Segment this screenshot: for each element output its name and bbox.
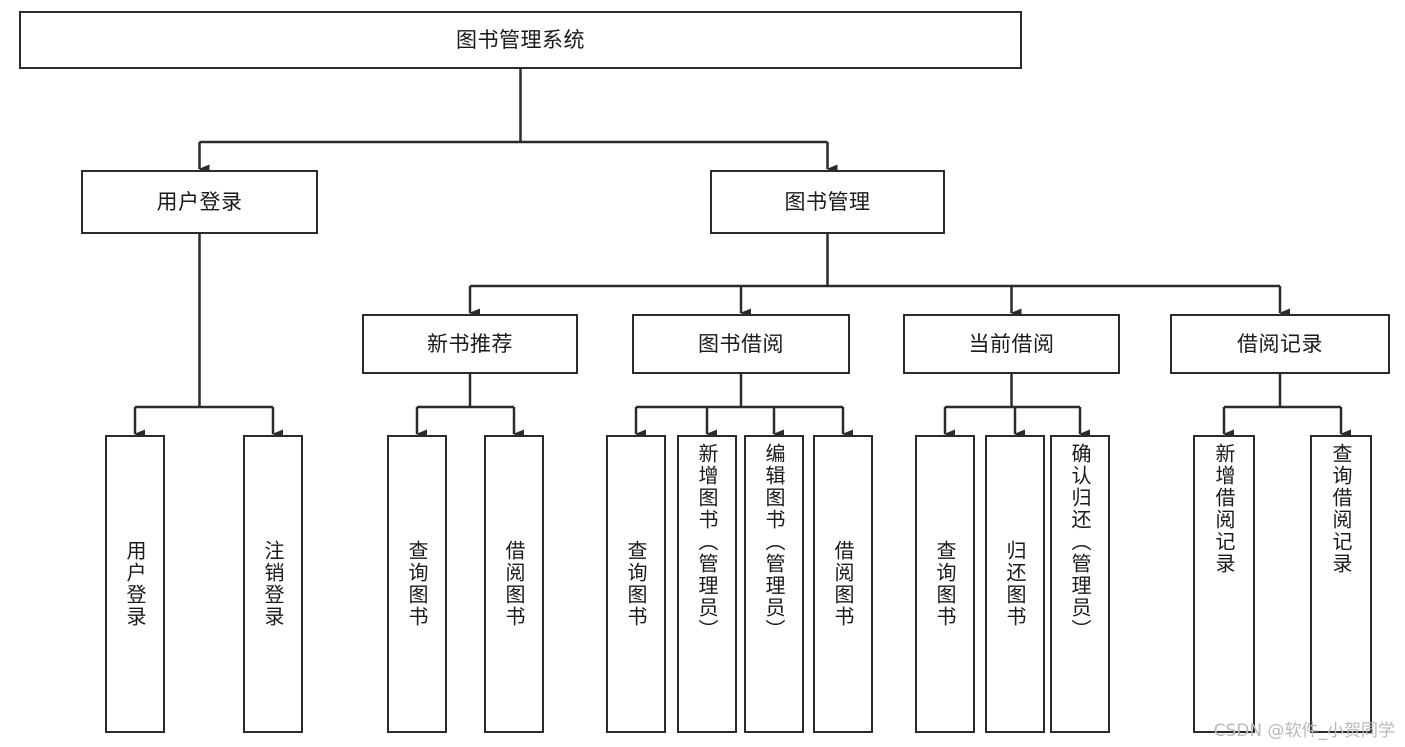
node-l-return[interactable]: 归还图书	[985, 435, 1045, 733]
node-label-login: 用户登录	[156, 189, 243, 214]
node-l-confirm[interactable]: 确认归还（管理员）	[1050, 435, 1110, 733]
node-label-l-login: 用户登录	[123, 540, 147, 628]
node-l-borrow1[interactable]: 借阅图书	[484, 435, 544, 733]
node-l-query3[interactable]: 查询图书	[915, 435, 975, 733]
node-l-login[interactable]: 用户登录	[105, 435, 165, 733]
node-label-l-borrow2: 借阅图书	[831, 540, 855, 628]
node-label-root: 图书管理系统	[456, 27, 585, 52]
node-label-bookmgmt: 图书管理	[784, 189, 871, 214]
node-label-l-logout: 注销登录	[261, 540, 285, 628]
node-borrow[interactable]: 图书借阅	[632, 314, 850, 374]
node-newbook[interactable]: 新书推荐	[362, 314, 578, 374]
node-l-query2[interactable]: 查询图书	[606, 435, 666, 733]
node-label-l-confirm: 确认归还（管理员）	[1068, 443, 1092, 641]
node-label-l-edit: 编辑图书（管理员）	[762, 443, 786, 641]
node-l-logout[interactable]: 注销登录	[243, 435, 303, 733]
node-l-addrec[interactable]: 新增借阅记录	[1193, 435, 1255, 733]
watermark-label: CSDN @软件_小贺同学	[1213, 721, 1395, 741]
node-label-newbook: 新书推荐	[427, 331, 513, 356]
node-root[interactable]: 图书管理系统	[19, 11, 1022, 69]
node-label-l-query1: 查询图书	[405, 540, 429, 628]
node-bookmgmt[interactable]: 图书管理	[710, 170, 945, 234]
node-l-queryrec[interactable]: 查询借阅记录	[1310, 435, 1372, 733]
node-label-l-queryrec: 查询借阅记录	[1329, 443, 1353, 575]
node-label-current: 当前借阅	[968, 331, 1055, 356]
edges	[133, 69, 1351, 439]
node-login[interactable]: 用户登录	[81, 170, 318, 234]
node-l-borrow2[interactable]: 借阅图书	[813, 435, 873, 733]
node-label-l-addrec: 新增借阅记录	[1212, 443, 1236, 575]
node-l-edit[interactable]: 编辑图书（管理员）	[744, 435, 804, 733]
node-label-l-borrow1: 借阅图书	[502, 540, 526, 628]
node-label-records: 借阅记录	[1237, 331, 1323, 356]
node-records[interactable]: 借阅记录	[1170, 314, 1390, 374]
node-label-l-return: 归还图书	[1003, 540, 1027, 628]
node-l-add[interactable]: 新增图书（管理员）	[677, 435, 737, 733]
node-current[interactable]: 当前借阅	[903, 314, 1120, 374]
node-label-borrow: 图书借阅	[698, 331, 784, 356]
node-l-query1[interactable]: 查询图书	[387, 435, 447, 733]
node-label-l-query3: 查询图书	[933, 540, 957, 628]
node-label-l-query2: 查询图书	[624, 540, 648, 628]
node-label-l-add: 新增图书（管理员）	[695, 443, 719, 641]
